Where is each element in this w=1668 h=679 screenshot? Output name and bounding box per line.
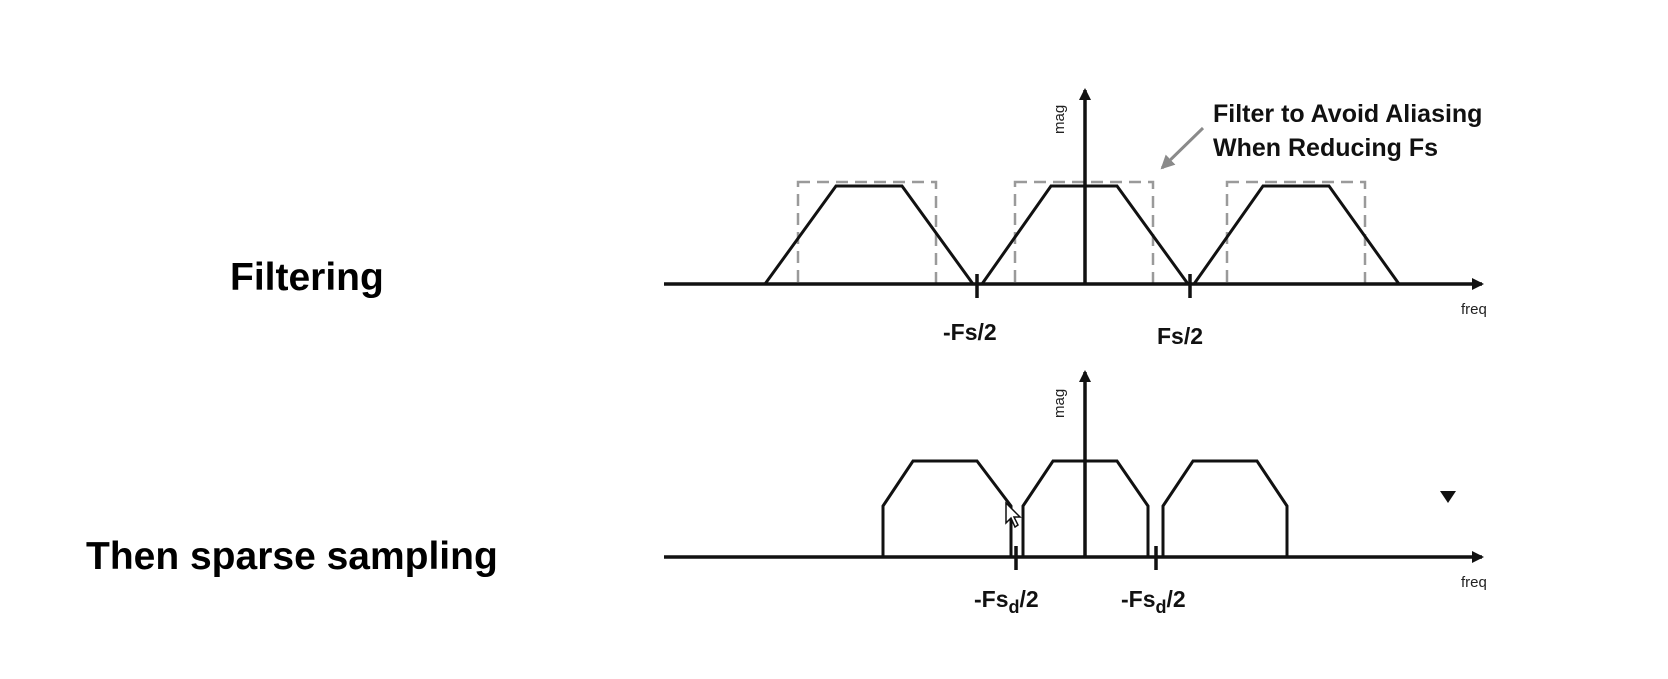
bottom-x-axis-label: freq [1461,574,1487,591]
annotation-line-1: Filter to Avoid Aliasing [1213,100,1482,128]
top-y-axis-label: mag [1051,105,1068,134]
top-plot: mag freq -Fs/2 Fs/2 Filter to Avoid Alia… [664,88,1487,349]
tick-right-suffix: /2 [1167,586,1186,612]
spectrum-replica-right [1192,184,1401,285]
tick-label-fs2: Fs/2 [1157,323,1203,349]
spectrum-replica-left [763,184,975,285]
tick-label-neg-fsd2-right: -Fsd/2 [1121,586,1186,617]
annotation-line-2: When Reducing Fs [1213,134,1438,162]
tick-left-sub: d [1009,597,1020,617]
filtered-replica-left [881,459,1013,557]
filter-box-left [796,180,938,286]
sparse-sampling-label: Then sparse sampling [86,535,498,578]
mouse-pointer-icon [1005,501,1022,529]
tick-left-prefix: -Fs [974,586,1009,612]
tick-right-sub: d [1156,597,1167,617]
bottom-plot: mag freq -Fsd/2 -Fsd/2 [664,370,1487,617]
tick-label-neg-fs2: -Fs/2 [943,319,997,345]
top-x-axis-label: freq [1461,301,1487,318]
filtering-label: Filtering [230,256,384,299]
filter-box-right [1225,180,1367,286]
bottom-y-axis-label: mag [1051,389,1068,418]
triangle-down-icon[interactable] [1440,491,1456,503]
annotation-arrow [1160,126,1205,170]
tick-left-suffix: /2 [1020,586,1039,612]
filtered-replica-right [1161,459,1289,557]
tick-right-prefix: -Fs [1121,586,1156,612]
tick-label-neg-fsd2-left: -Fsd/2 [974,586,1039,617]
